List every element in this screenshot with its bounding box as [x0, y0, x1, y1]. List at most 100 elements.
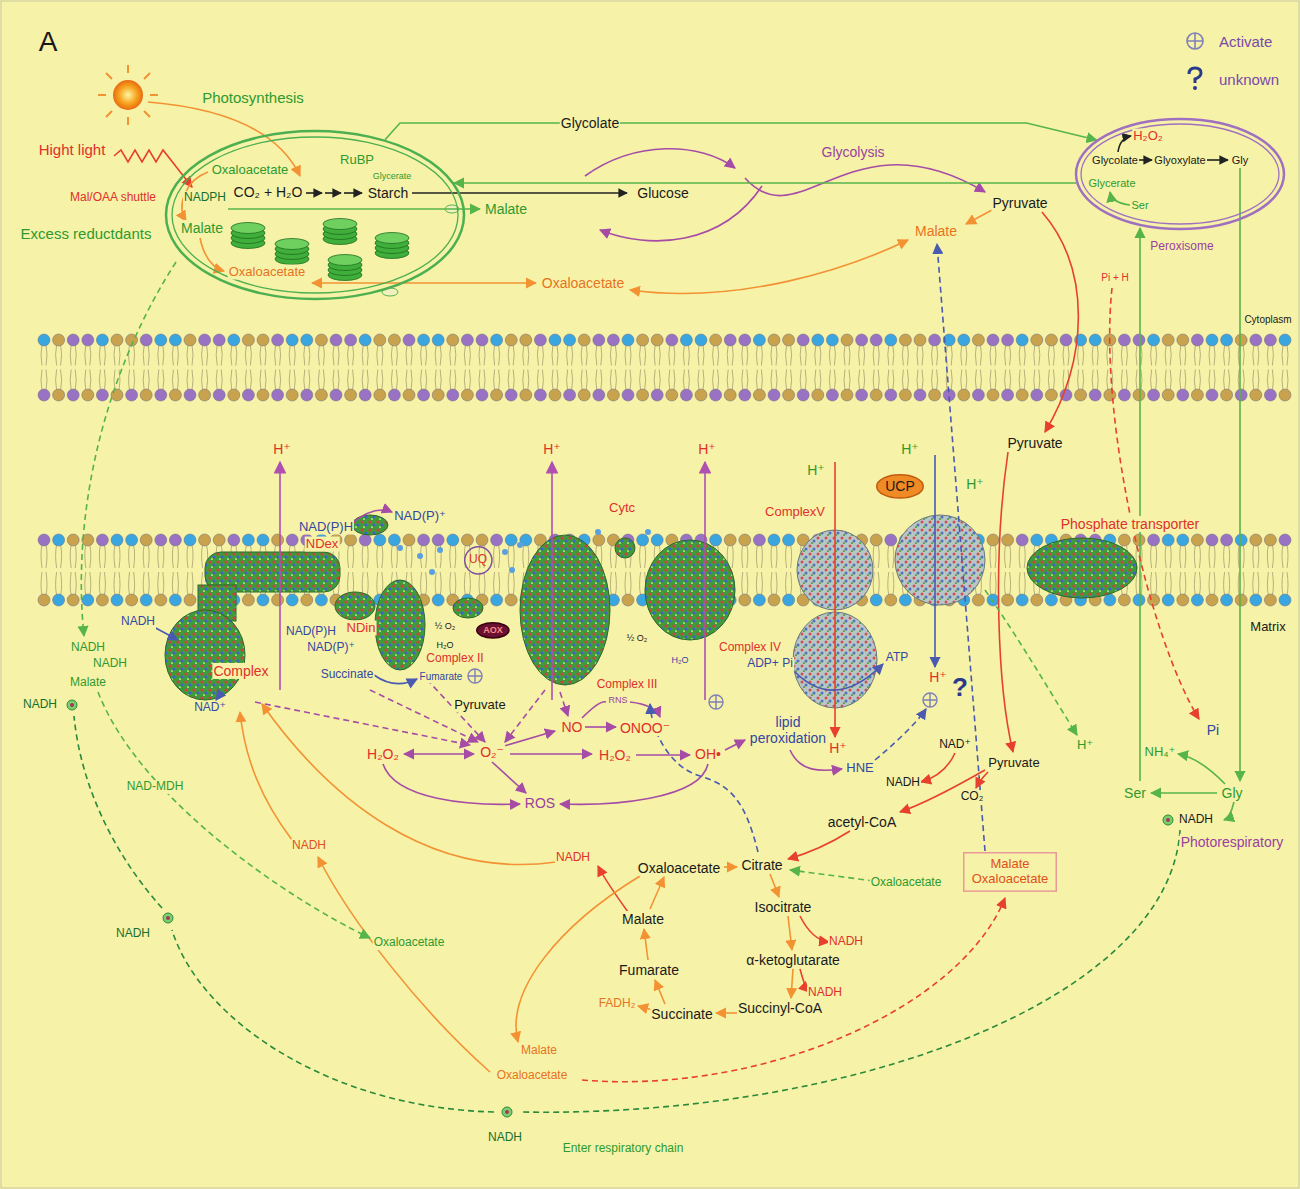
chloroplast-arrow — [344, 192, 362, 194]
legend-text: unknown — [1219, 71, 1279, 88]
node-text: Glycerate — [372, 171, 413, 181]
lipid-bilayer — [67, 534, 79, 546]
unknown-symbol — [1193, 86, 1197, 90]
diagram-label: H⁺ — [806, 462, 826, 478]
lipid-bilayer — [85, 572, 91, 595]
lipid-bilayer — [432, 334, 444, 346]
lipid-bilayer — [812, 389, 824, 401]
ros-arrow — [383, 764, 520, 804]
tca-cycle-arrow — [921, 753, 955, 782]
diagram-label: Oxaloacetate — [373, 936, 446, 950]
lipid-bilayer — [826, 334, 838, 346]
lipid-bilayer — [257, 334, 269, 346]
ros-arrow — [585, 726, 616, 728]
lipid-bilayer — [53, 534, 65, 546]
lipid-bilayer — [654, 370, 660, 391]
lipid-bilayer — [1031, 389, 1043, 401]
lipid-bilayer — [783, 389, 795, 401]
lipid-bilayer — [421, 572, 427, 595]
ros-arrow — [510, 753, 592, 755]
diagram-label: H⁺ — [272, 441, 292, 457]
lipid-bilayer — [1282, 370, 1288, 391]
diagram-label: Glucose — [636, 185, 689, 201]
lipid-bilayer — [625, 345, 631, 366]
lipid-bilayer — [374, 389, 386, 401]
lipid-bilayer — [257, 534, 269, 546]
lipid-bilayer — [421, 345, 427, 366]
lipid-bilayer — [1206, 389, 1218, 401]
chloroplast-arrow — [306, 192, 322, 194]
lipid-bilayer — [1267, 572, 1273, 595]
ros-arrow — [255, 244, 985, 852]
lipid-bilayer — [666, 389, 678, 401]
lipid-bilayer — [158, 370, 164, 391]
lipid-bilayer — [447, 534, 459, 546]
lipid-bilayer — [362, 572, 368, 595]
lipid-bilayer — [403, 389, 415, 401]
lipid-bilayer — [1002, 594, 1014, 606]
lipid-bilayer — [96, 594, 108, 606]
diagram-label: ONOO⁻ — [619, 720, 671, 736]
lipid-bilayer — [140, 389, 152, 401]
ros-arrow — [725, 740, 745, 750]
lipid-bilayer — [698, 345, 704, 366]
lipid-bilayer — [172, 545, 178, 568]
lipid-bilayer — [1177, 534, 1189, 546]
chloroplast-arrow — [325, 192, 341, 194]
lipid-bilayer — [990, 545, 996, 568]
lipid-bilayer — [1264, 594, 1276, 606]
diagram-label: H₂O — [436, 640, 455, 650]
lipid-bilayer — [172, 345, 178, 366]
chloroplast-outline — [172, 137, 458, 293]
lipid-bilayer — [126, 534, 138, 546]
reductant-arrow — [172, 930, 494, 1112]
lipid-bilayer — [140, 534, 152, 546]
tca-cycle-arrow — [655, 980, 665, 1004]
diagram-label: NAD⁺ — [938, 738, 972, 752]
lipid-bilayer — [38, 594, 50, 606]
ros-arrow — [560, 692, 568, 716]
lipid-bilayer — [432, 594, 444, 606]
lipid-bilayer — [129, 572, 135, 595]
diagram-label: Gly — [1221, 785, 1244, 801]
lipid-bilayer — [447, 389, 459, 401]
lipid-bilayer — [213, 334, 225, 346]
ucp-protein-outline — [877, 474, 923, 497]
lipid-bilayer — [523, 545, 529, 568]
lipid-bilayer — [593, 534, 605, 546]
diagram-label: H⁺ — [697, 441, 717, 457]
lipid-bilayer — [348, 545, 354, 568]
lipid-bilayer — [1002, 389, 1014, 401]
protein-complex — [645, 540, 735, 640]
lipid-bilayer — [345, 389, 357, 401]
lipid-bilayer — [275, 345, 281, 366]
lipid-bilayer — [844, 370, 850, 391]
lipid-bilayer — [1165, 545, 1171, 568]
lipid-bilayer — [873, 545, 879, 568]
diagram-label: NH₄⁺ — [1144, 745, 1177, 760]
lipid-bilayer — [1148, 334, 1160, 346]
photorespiration-arrow — [1224, 802, 1234, 820]
lipid-bilayer — [786, 370, 792, 391]
lipid-bilayer — [172, 572, 178, 595]
lipid-bilayer — [1279, 389, 1291, 401]
lipid-bilayer — [56, 572, 62, 595]
cytoplasm-arrow — [1042, 212, 1078, 432]
lipid-bilayer — [199, 534, 211, 546]
diagram-label: NDin — [346, 621, 377, 636]
lipid-bilayer — [169, 389, 181, 401]
lipid-bilayer — [184, 534, 196, 546]
lipid-bilayer — [695, 334, 707, 346]
ros-arrow — [404, 753, 474, 755]
lipid-bilayer — [1191, 334, 1203, 346]
lipid-bilayer — [1238, 370, 1244, 391]
node-text: Malate Oxaloacetate — [968, 857, 1052, 887]
lipid-bilayer — [464, 345, 470, 366]
diagram-label: Citrate — [740, 857, 783, 873]
lipid-bilayer — [1016, 534, 1028, 546]
lipid-bilayer — [1148, 534, 1160, 546]
lipid-bilayer — [1250, 594, 1262, 606]
lipid-bilayer — [742, 572, 748, 595]
lipid-bilayer — [199, 389, 211, 401]
lipid-bilayer — [651, 334, 663, 346]
